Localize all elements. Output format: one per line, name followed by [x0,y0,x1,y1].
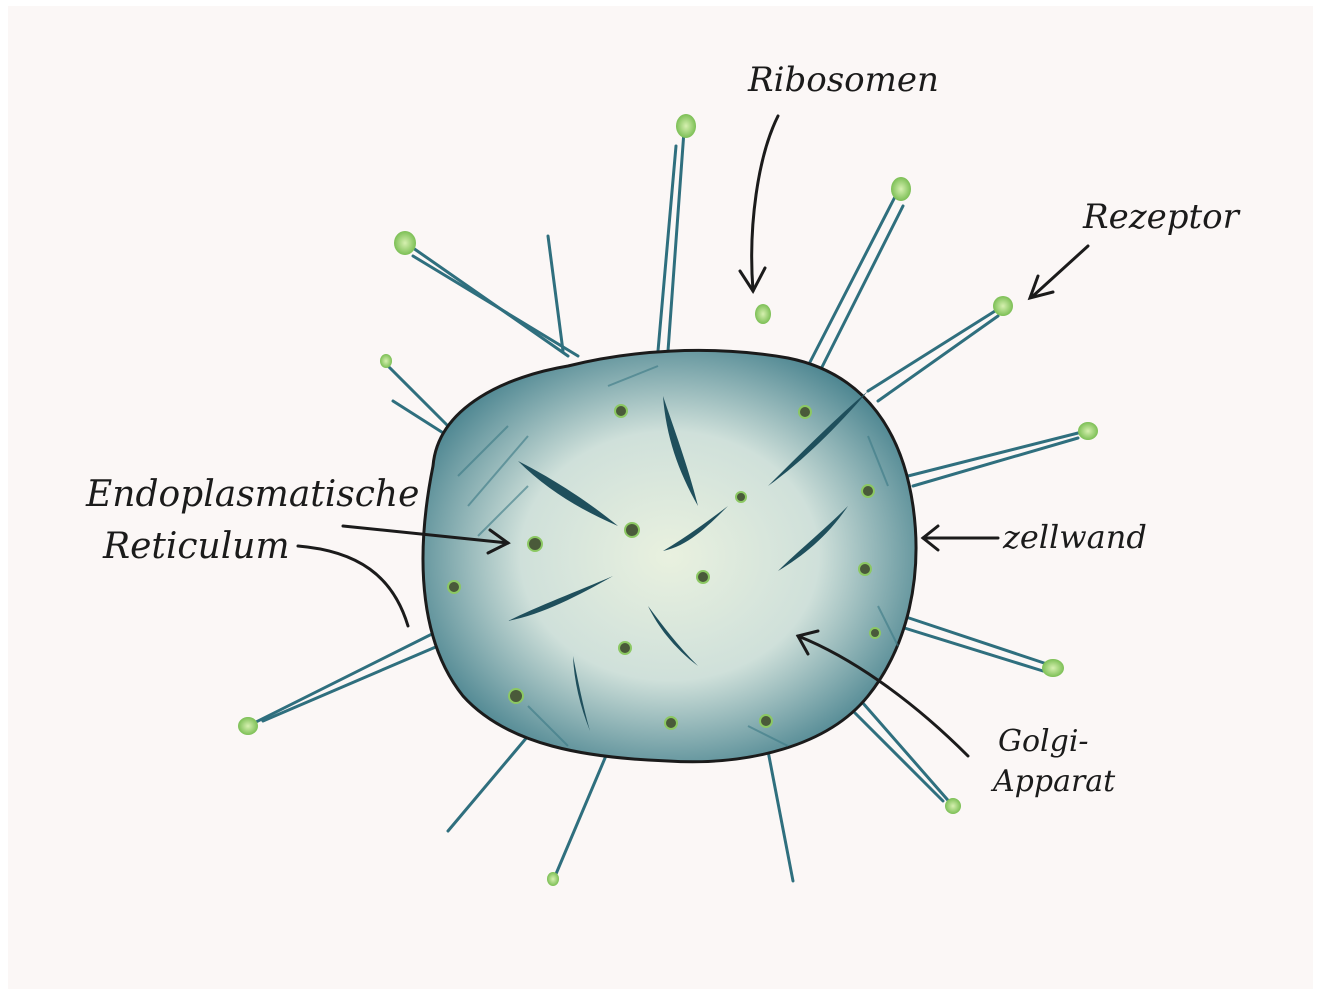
ribosome-dot [859,563,871,575]
rezeptor-arrow [1033,246,1088,296]
ribosome-dot [736,492,746,502]
ribosome-dot [891,177,911,201]
ribosome-dot [760,715,772,727]
cell-diagram: Ribosomen Rezeptor Endoplasmatische Reti… [8,6,1313,989]
ribosome-dot [394,231,416,255]
label-zellwand: zellwand [1002,518,1147,556]
spike [658,146,676,351]
ribosomen-arrow [752,116,778,291]
label-golgi-line2: Apparat [990,764,1116,799]
label-er-line2: Reticulum [102,526,290,567]
ribosome-dot [547,872,559,886]
drawing-sheet: Ribosomen Rezeptor Endoplasmatische Reti… [8,6,1313,989]
spike [868,306,1003,391]
spike [820,206,903,371]
label-er-line1: Endoplasmatische [85,474,419,515]
label-rezeptor: Rezeptor [1082,197,1241,237]
ribosome-dot [619,642,631,654]
spike [903,616,1053,666]
spike [768,751,793,881]
spike [263,646,438,721]
ribosome-dot [993,296,1013,316]
ribosome-dot [870,628,880,638]
spike [668,131,684,351]
ribosome-dot [862,485,874,497]
ribosome-dot [509,689,523,703]
spike [548,236,563,351]
ribosome-dot [528,537,542,551]
spike [248,631,438,726]
ribosome-dot [945,798,961,814]
cell-body [423,350,916,761]
ribosome-dot [1042,659,1064,677]
spike [898,626,1043,671]
label-ribosomen: Ribosomen [747,60,939,100]
ribosome-dot [380,354,392,368]
ribosome-dot [615,405,627,417]
spike [848,686,953,806]
spike [908,431,1086,476]
ribosome-dot [238,717,258,735]
spike [448,736,528,831]
spike [913,438,1078,486]
ribosome-dot [755,304,771,324]
ribosome-dot [676,114,696,138]
ribosome-dot [665,717,677,729]
ribosome-dot [448,581,460,593]
spike [878,316,998,401]
ribosome-dot [697,571,709,583]
spike [808,191,898,366]
ribosome-dot [799,406,811,418]
label-golgi-line1: Golgi- [998,724,1089,759]
er-underline-stroke [298,546,408,626]
ribosome-dot [1078,422,1098,440]
ribosome-dot [625,523,639,537]
spike [553,751,608,881]
